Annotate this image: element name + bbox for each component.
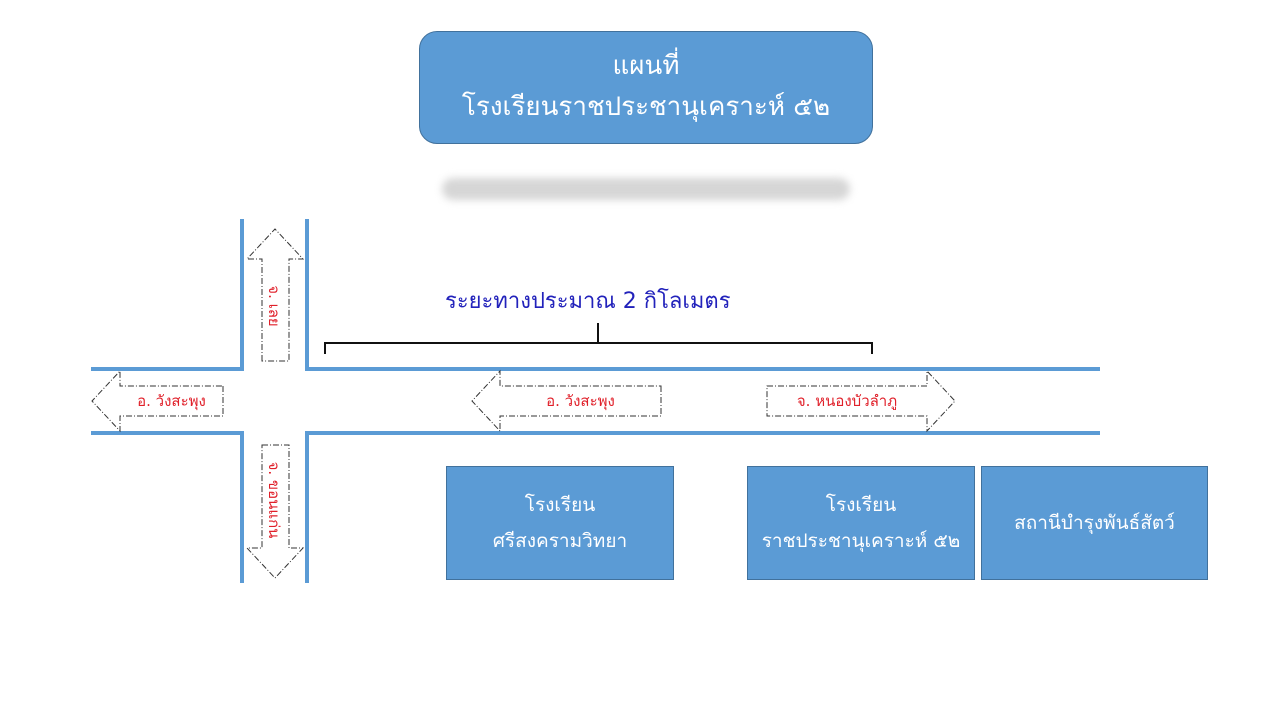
building-srisongkram-school: โรงเรียน ศรีสงครามวิทยา xyxy=(446,466,674,580)
arrow-up-label: จ. เลย xyxy=(265,285,283,327)
distance-label: ระยะทางประมาณ 2 กิโลเมตร xyxy=(445,289,731,314)
arrow-left-outer-shape xyxy=(91,369,224,433)
map-title-line1: แผนที่ xyxy=(612,50,680,81)
building-line: โรงเรียน xyxy=(825,494,897,516)
arrow-up-shape xyxy=(245,228,305,362)
map-title-box: แผนที่ โรงเรียนราชประชานุเคราะห์ ๕๒ xyxy=(419,31,873,144)
building-livestock-station: สถานีบำรุงพันธ์สัตว์ xyxy=(981,466,1208,580)
building-line: ศรีสงครามวิทยา xyxy=(492,530,628,552)
map-title-line2: โรงเรียนราชประชานุเคราะห์ ๕๒ xyxy=(461,91,831,122)
arrow-left-inner-shape xyxy=(471,369,662,433)
arrow-left-outer-label: อ. วังสะพุง xyxy=(137,392,206,410)
blurred-caption xyxy=(442,178,850,200)
distance-brace xyxy=(324,323,873,354)
building-line: สถานีบำรุงพันธ์สัตว์ xyxy=(1014,512,1175,534)
arrow-down-shape xyxy=(245,444,305,579)
arrow-left-inner-label: อ. วังสะพุง xyxy=(546,392,615,410)
arrow-right-label: จ. หนองบัวลำภู xyxy=(796,392,898,410)
building-line: ราชประชานุเคราะห์ ๕๒ xyxy=(761,530,961,552)
building-ratchaprachanukroh-school: โรงเรียน ราชประชานุเคราะห์ ๕๒ xyxy=(747,466,975,580)
building-line: โรงเรียน xyxy=(524,494,596,516)
arrow-right-shape xyxy=(766,369,956,433)
arrow-down-label: จ. ขอนแก่น xyxy=(265,461,283,539)
